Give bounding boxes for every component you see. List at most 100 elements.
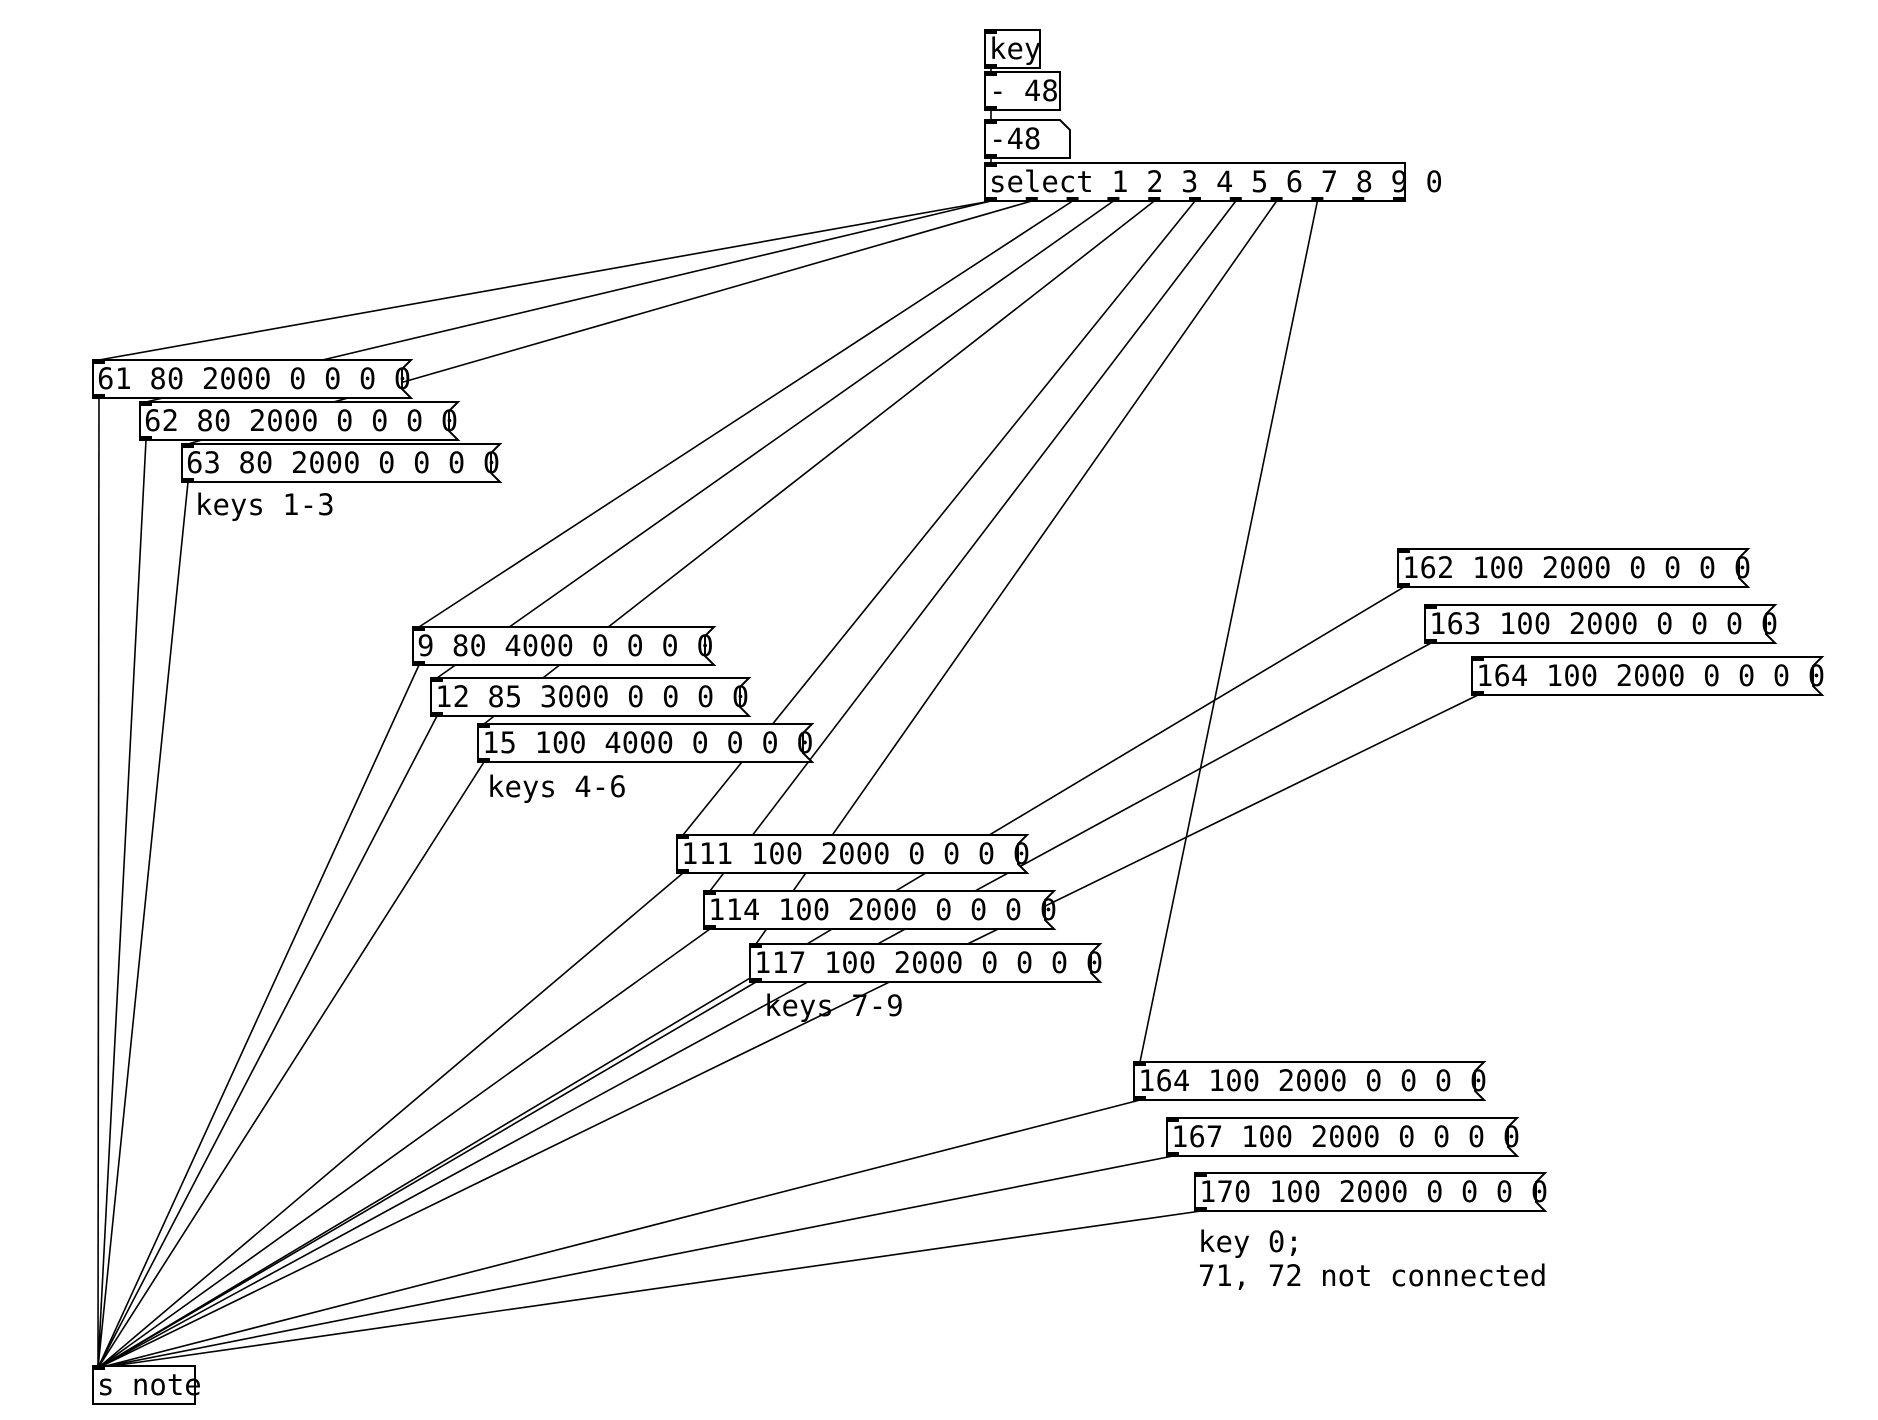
patch-cord[interactable] [97, 481, 189, 1369]
patch-cord[interactable] [97, 694, 1479, 1369]
object-box[interactable]: key [984, 29, 1041, 69]
patch-cord[interactable] [97, 715, 438, 1369]
message-box[interactable]: 111 100 2000 0 0 0 0 [676, 834, 1030, 874]
inlet-icon[interactable] [140, 402, 152, 406]
patch-cord[interactable] [418, 200, 1074, 628]
number-atom[interactable]: -48 [984, 119, 1071, 159]
object-box[interactable]: select 1 2 3 4 5 6 7 8 9 0 [984, 162, 1443, 202]
patch-cord[interactable] [97, 1210, 1202, 1369]
outlet-icon[interactable] [1425, 639, 1437, 643]
outlet-icon[interactable] [413, 661, 425, 665]
patch-cord[interactable] [97, 761, 485, 1369]
inlet-icon[interactable] [985, 72, 997, 76]
message-box[interactable]: 164 100 2000 0 0 0 0 [1471, 656, 1825, 696]
box-label: 164 100 2000 0 0 0 0 [1476, 659, 1825, 693]
outlet-icon[interactable] [1189, 197, 1201, 201]
message-box[interactable]: 15 100 4000 0 0 0 0 [477, 723, 815, 763]
object-outline [984, 162, 1406, 202]
inlet-icon[interactable] [704, 891, 716, 895]
inlet-icon[interactable] [413, 627, 425, 631]
box-label: 15 100 4000 0 0 0 0 [482, 726, 814, 760]
outlet-icon[interactable] [985, 197, 997, 201]
patch-cord[interactable] [1139, 200, 1319, 1063]
message-box[interactable]: 117 100 2000 0 0 0 0 [749, 943, 1103, 983]
inlet-icon[interactable] [478, 724, 490, 728]
object-box[interactable]: s note [92, 1365, 202, 1405]
outlet-icon[interactable] [182, 478, 194, 482]
inlet-icon[interactable] [1167, 1118, 1179, 1122]
box-label: - 48 [989, 74, 1059, 108]
patch-cord[interactable] [97, 1155, 1174, 1369]
outlet-icon[interactable] [140, 436, 152, 440]
inlet-icon[interactable] [985, 163, 997, 167]
inlet-icon[interactable] [93, 1366, 105, 1370]
patch-cord[interactable] [97, 981, 757, 1369]
outlet-icon[interactable] [985, 64, 997, 68]
message-box[interactable]: 167 100 2000 0 0 0 0 [1166, 1117, 1520, 1157]
outlet-icon[interactable] [1066, 197, 1079, 201]
message-box[interactable]: 62 80 2000 0 0 0 0 [139, 401, 461, 441]
patch-cord[interactable] [98, 200, 992, 361]
inlet-icon[interactable] [182, 444, 194, 448]
inlet-icon[interactable] [1134, 1062, 1146, 1066]
comment-text: keys 7-9 [764, 989, 904, 1023]
message-box[interactable]: 114 100 2000 0 0 0 0 [703, 890, 1057, 930]
inlet-icon[interactable] [985, 30, 997, 34]
inlet-icon[interactable] [1398, 549, 1410, 553]
box-label: 111 100 2000 0 0 0 0 [681, 837, 1030, 871]
message-box[interactable]: 61 80 2000 0 0 0 0 [92, 359, 414, 399]
outlet-icon[interactable] [1472, 691, 1484, 695]
inlet-icon[interactable] [1425, 605, 1437, 609]
box-label: 164 100 2000 0 0 0 0 [1138, 1064, 1487, 1098]
outlet-icon[interactable] [1229, 197, 1242, 201]
outlet-icon[interactable] [1134, 1096, 1146, 1100]
inlet-icon[interactable] [93, 360, 105, 364]
patch-cord[interactable] [97, 664, 420, 1369]
inlet-icon[interactable] [750, 944, 762, 948]
outlet-icon[interactable] [1167, 1152, 1179, 1156]
outlet-icon[interactable] [1393, 197, 1405, 201]
inlet-icon[interactable] [985, 120, 997, 124]
message-box[interactable]: 63 80 2000 0 0 0 0 [181, 443, 503, 483]
box-label: 62 80 2000 0 0 0 0 [144, 404, 458, 438]
patch-cord[interactable] [97, 1099, 1141, 1369]
message-box[interactable]: 9 80 4000 0 0 0 0 [412, 626, 717, 666]
inlet-icon[interactable] [1472, 657, 1484, 661]
patch-cord[interactable] [97, 397, 100, 1369]
outlet-icon[interactable] [985, 106, 997, 110]
atom-outline [984, 119, 1071, 159]
outlet-icon[interactable] [431, 712, 443, 716]
outlet-icon[interactable] [478, 758, 490, 762]
patch-cord[interactable] [97, 439, 147, 1369]
patch-cord[interactable] [97, 642, 1432, 1369]
outlet-icon[interactable] [1352, 197, 1365, 201]
message-box[interactable]: 162 100 2000 0 0 0 0 [1397, 548, 1751, 588]
outlet-icon[interactable] [1270, 197, 1283, 201]
inlet-icon[interactable] [1195, 1173, 1207, 1177]
outlet-icon[interactable] [704, 925, 716, 929]
patch-cord[interactable] [97, 928, 711, 1369]
outlet-icon[interactable] [750, 978, 762, 982]
outlet-icon[interactable] [1107, 197, 1120, 201]
box-label: 114 100 2000 0 0 0 0 [708, 893, 1057, 927]
patch-cord[interactable] [436, 200, 1114, 679]
outlet-icon[interactable] [93, 394, 105, 398]
message-box[interactable]: 163 100 2000 0 0 0 0 [1424, 604, 1778, 644]
message-box[interactable]: 12 85 3000 0 0 0 0 [430, 677, 752, 717]
patch-cord[interactable] [97, 872, 684, 1369]
patch-cord[interactable] [755, 200, 1278, 945]
outlet-icon[interactable] [1311, 197, 1324, 201]
outlet-icon[interactable] [985, 154, 997, 158]
object-box[interactable]: - 48 [984, 71, 1061, 111]
message-box[interactable]: 164 100 2000 0 0 0 0 [1133, 1061, 1487, 1101]
outlet-icon[interactable] [1025, 197, 1038, 201]
outlet-icon[interactable] [1398, 583, 1410, 587]
message-box[interactable]: 170 100 2000 0 0 0 0 [1194, 1172, 1548, 1212]
inlet-icon[interactable] [677, 835, 689, 839]
outlet-icon[interactable] [677, 869, 689, 873]
outlet-icon[interactable] [1195, 1207, 1207, 1211]
inlet-icon[interactable] [431, 678, 443, 682]
outlet-icon[interactable] [1148, 197, 1161, 201]
patch-cord[interactable] [709, 200, 1237, 892]
